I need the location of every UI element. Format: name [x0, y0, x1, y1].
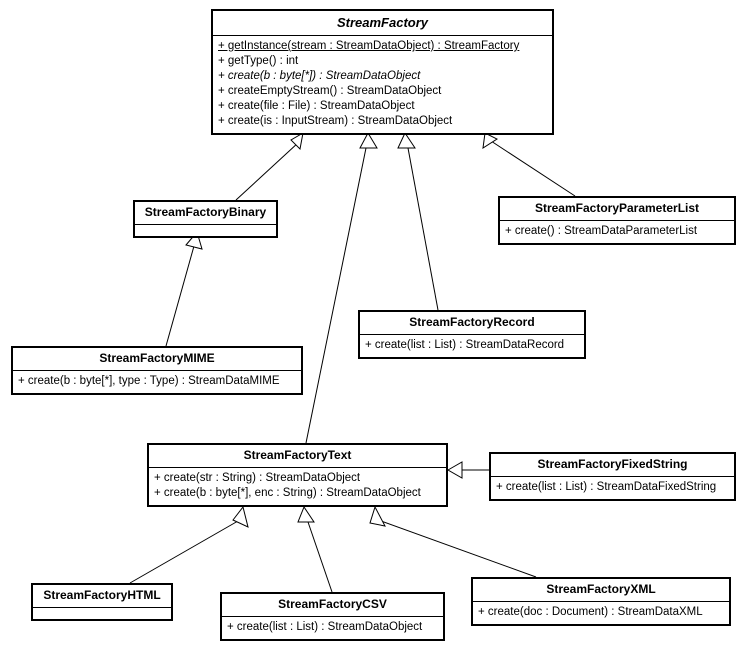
class-name-stream-factory-xml: StreamFactoryXML: [546, 582, 656, 596]
class-members-stream-factory-csv: + create(list : List) : StreamDataObject: [222, 616, 443, 639]
class-box-stream-factory-binary[interactable]: StreamFactoryBinary: [133, 200, 278, 238]
class-member: + create(list : List) : StreamDataRecord: [365, 339, 565, 351]
edge-parameterlist-to-streamfactory: [482, 132, 576, 197]
class-member: + create(file : File) : StreamDataObject: [218, 100, 415, 112]
class-members-stream-factory-text: + create(str : String) : StreamDataObjec…: [149, 467, 446, 505]
class-members-stream-factory: + getInstance(stream : StreamDataObject)…: [213, 35, 552, 133]
edge-text-to-streamfactory: [305, 131, 378, 444]
edge-record-to-streamfactory: [397, 131, 439, 311]
class-box-stream-factory-parameter-list[interactable]: StreamFactoryParameterList + create() : …: [498, 196, 736, 245]
class-member: + create(list : List) : StreamDataObject: [227, 621, 423, 633]
class-name-stream-factory-parameter-list: StreamFactoryParameterList: [534, 201, 700, 215]
class-box-stream-factory-xml[interactable]: StreamFactoryXML + create(doc : Document…: [471, 577, 731, 626]
class-box-stream-factory-csv[interactable]: StreamFactoryCSV + create(list : List) :…: [220, 592, 445, 641]
class-members-stream-factory-html: [33, 607, 171, 619]
class-box-stream-factory-html[interactable]: StreamFactoryHTML: [31, 583, 173, 621]
class-member: + create(b : byte[*]) : StreamDataObject: [218, 70, 421, 82]
class-name-stream-factory-binary: StreamFactoryBinary: [144, 205, 267, 219]
class-member: + create(b : byte[*], enc : String) : St…: [154, 487, 421, 499]
class-member: + createEmptyStream() : StreamDataObject: [218, 85, 442, 97]
class-member: + getInstance(stream : StreamDataObject)…: [218, 40, 520, 52]
edge-fixedstring-to-text: [446, 461, 489, 479]
class-box-stream-factory[interactable]: StreamFactory + getInstance(stream : Str…: [211, 9, 554, 135]
class-name-stream-factory-mime: StreamFactoryMIME: [99, 351, 215, 365]
class-box-stream-factory-mime[interactable]: StreamFactoryMIME + create(b : byte[*], …: [11, 346, 303, 395]
class-name-stream-factory-html: StreamFactoryHTML: [43, 588, 161, 602]
class-name-stream-factory-fixed-string: StreamFactoryFixedString: [537, 457, 688, 471]
class-box-stream-factory-record[interactable]: StreamFactoryRecord + create(list : List…: [358, 310, 586, 359]
class-box-stream-factory-fixed-string[interactable]: StreamFactoryFixedString + create(list :…: [489, 452, 736, 501]
class-name-stream-factory-csv: StreamFactoryCSV: [278, 597, 387, 611]
edge-mime-to-binary: [165, 230, 203, 347]
class-member: + create(b : byte[*], type : Type) : Str…: [18, 375, 280, 387]
class-members-stream-factory-fixed-string: + create(list : List) : StreamDataFixedS…: [491, 476, 734, 499]
class-member: + create() : StreamDataParameterList: [505, 225, 698, 237]
class-member: + create(str : String) : StreamDataObjec…: [154, 472, 361, 484]
edge-xml-to-text: [369, 505, 537, 578]
edge-binary-to-streamfactory: [235, 132, 304, 201]
edge-csv-to-text: [297, 505, 333, 593]
class-name-stream-factory: StreamFactory: [336, 15, 429, 30]
class-members-stream-factory-binary: [135, 224, 276, 236]
class-member: + getType() : int: [218, 55, 299, 67]
class-member: + create(doc : Document) : StreamDataXML: [478, 606, 703, 618]
class-member: + create(is : InputStream) : StreamDataO…: [218, 115, 453, 127]
class-box-stream-factory-text[interactable]: StreamFactoryText + create(str : String)…: [147, 443, 448, 507]
class-name-stream-factory-record: StreamFactoryRecord: [409, 315, 535, 329]
edge-html-to-text: [129, 505, 249, 584]
class-members-stream-factory-record: + create(list : List) : StreamDataRecord: [360, 334, 584, 357]
class-members-stream-factory-mime: + create(b : byte[*], type : Type) : Str…: [13, 370, 301, 393]
class-name-stream-factory-text: StreamFactoryText: [243, 448, 352, 462]
class-member: + create(list : List) : StreamDataFixedS…: [496, 481, 717, 493]
class-members-stream-factory-xml: + create(doc : Document) : StreamDataXML: [473, 601, 729, 624]
class-members-stream-factory-parameter-list: + create() : StreamDataParameterList: [500, 220, 734, 243]
